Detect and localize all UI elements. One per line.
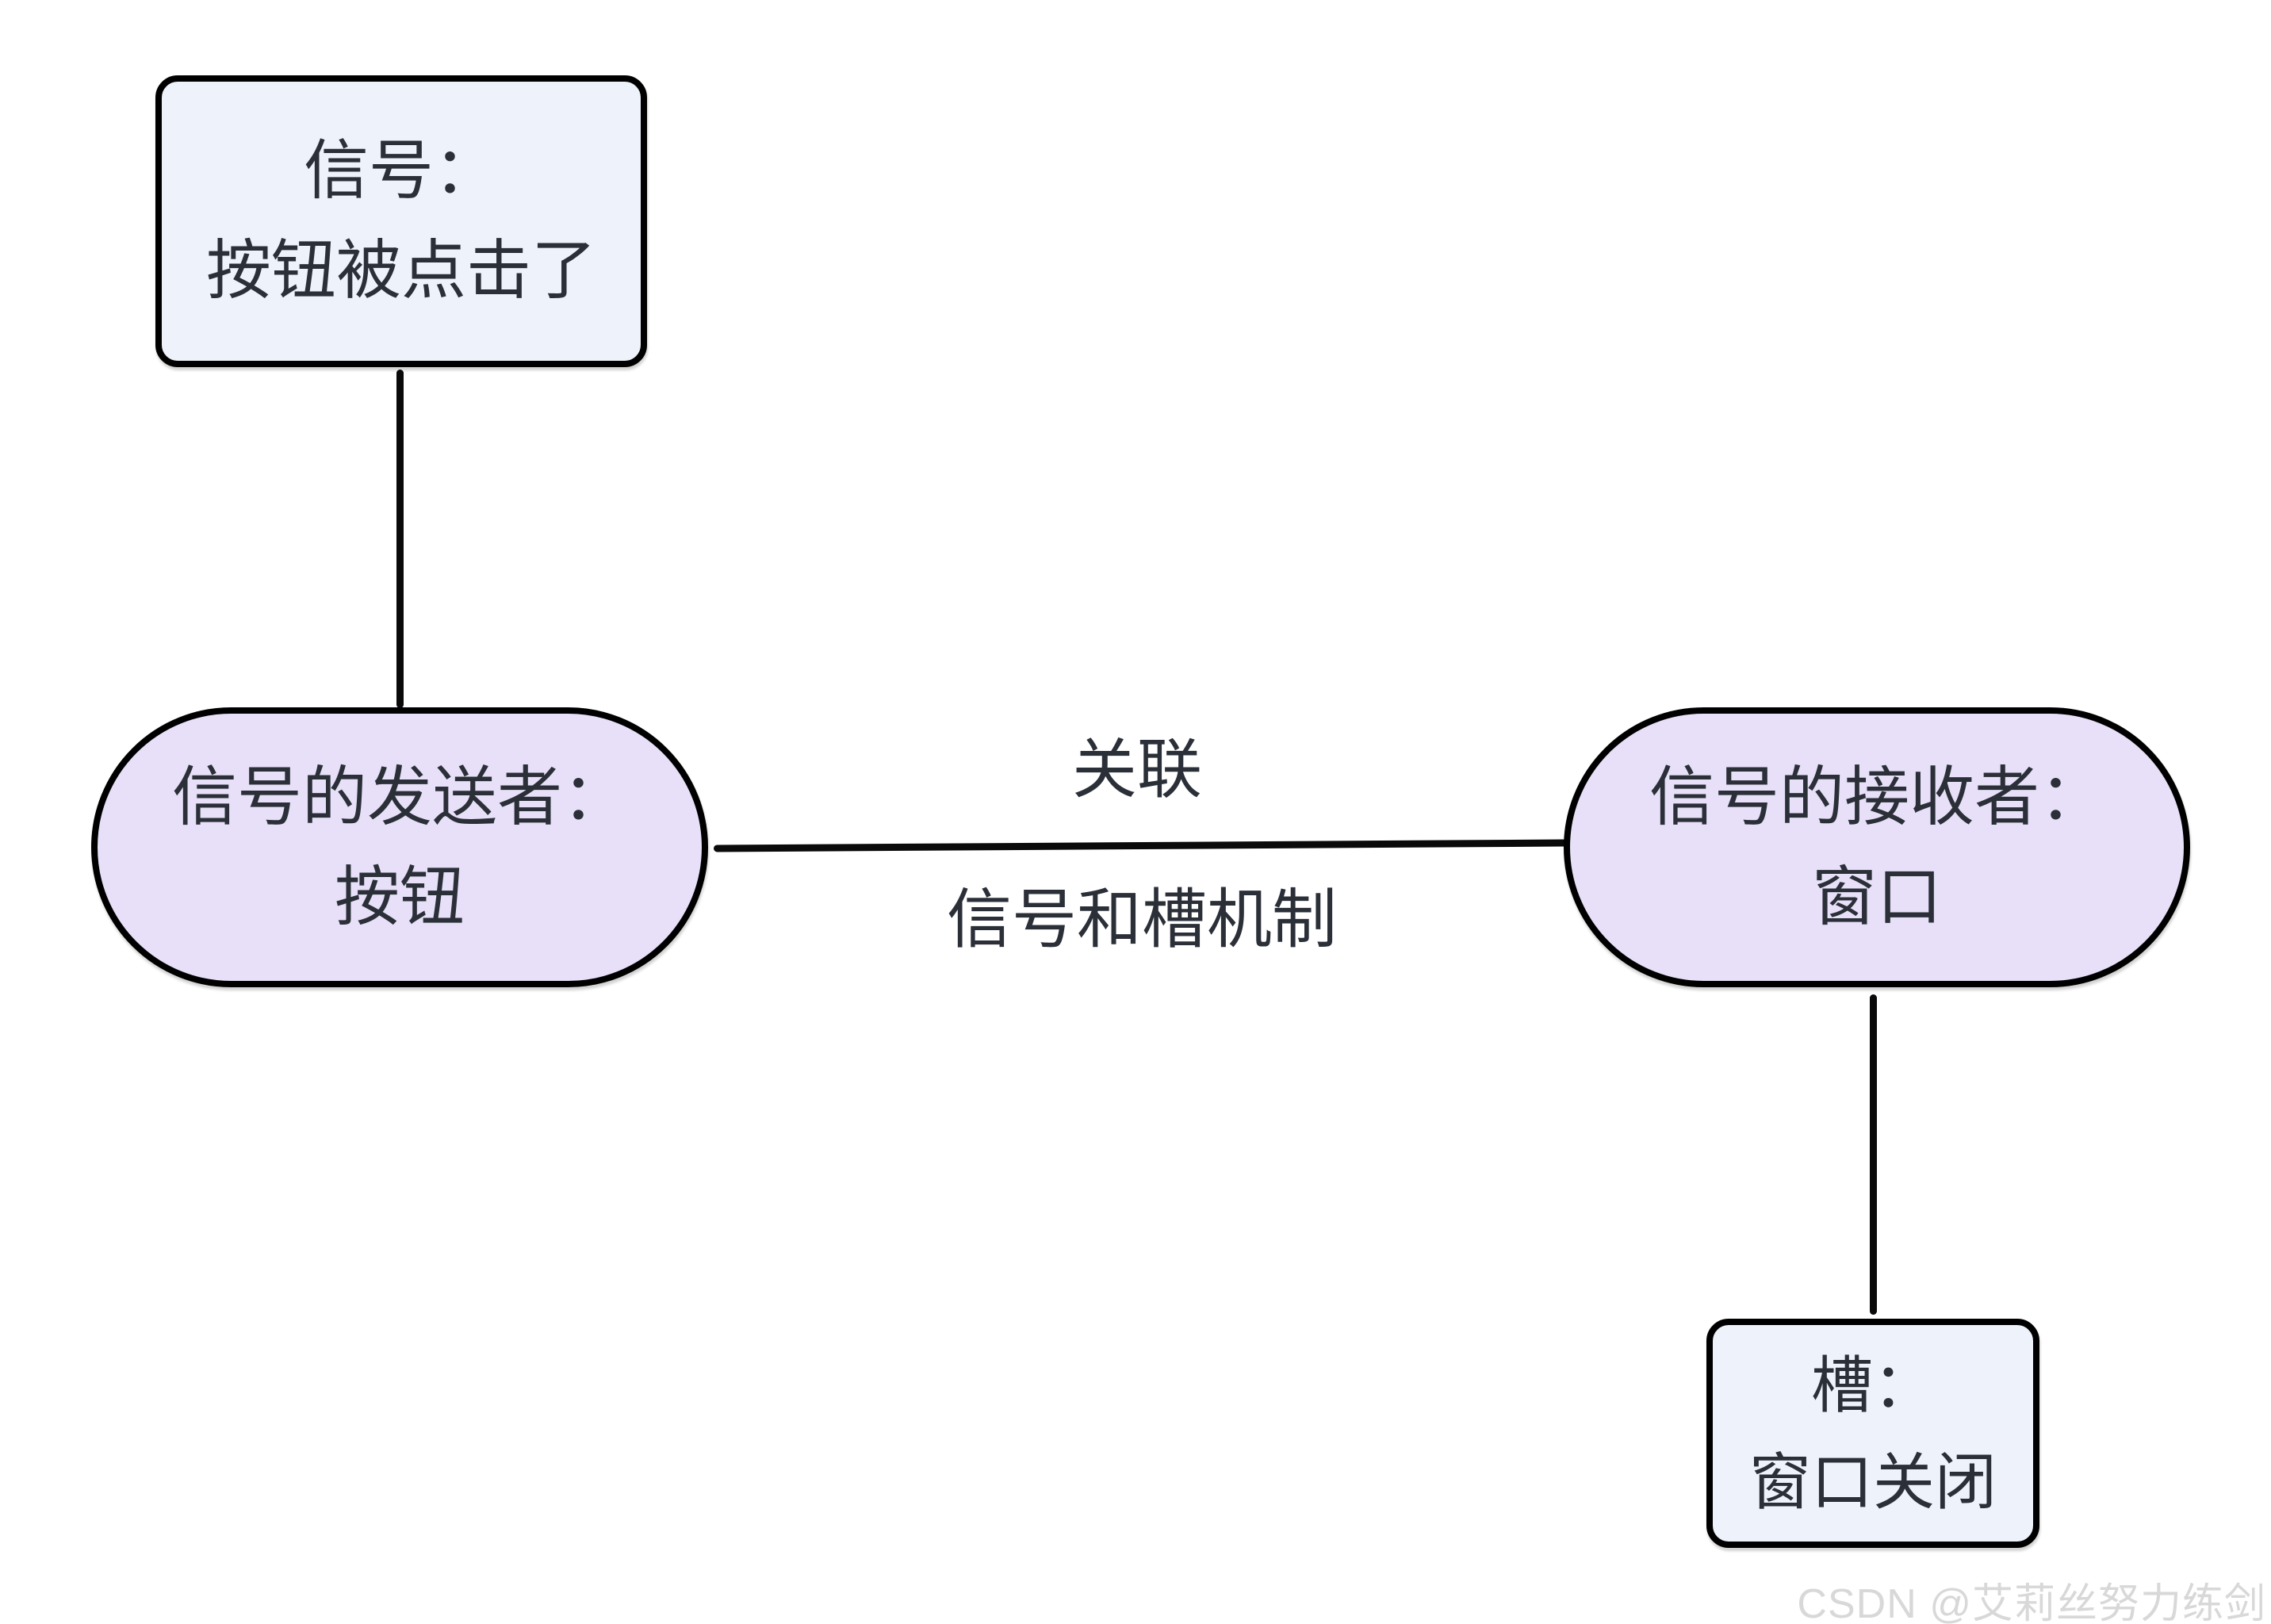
node-sender-line2: 按钮 [334, 860, 465, 933]
node-slot-line1: 槽： [1810, 1350, 1935, 1420]
connector-signal-to-sender [396, 370, 404, 708]
node-receiver-line2: 窗口 [1811, 860, 1942, 933]
node-signal-line1: 信号： [303, 135, 499, 207]
node-sender-line1: 信号的发送者： [171, 760, 627, 833]
node-signal-box: 信号： 按钮被点击了 [155, 75, 647, 367]
node-sender-pill: 信号的发送者： 按钮 [91, 707, 708, 987]
connector-receiver-to-slot [1870, 994, 1877, 1315]
edge-label-association: 关联 [1071, 733, 1203, 806]
node-receiver-pill: 信号的接收者： 窗口 [1564, 707, 2190, 987]
node-receiver-line1: 信号的接收者： [1649, 760, 2104, 833]
node-slot-box: 槽： 窗口关闭 [1706, 1319, 2039, 1548]
node-signal-line2: 按钮被点击了 [205, 235, 596, 307]
edge-label-mechanism: 信号和槽机制 [946, 883, 1338, 956]
connector-sender-to-receiver [713, 839, 1568, 852]
watermark-text: CSDN @艾莉丝努力练剑 [1797, 1581, 2266, 1624]
node-slot-line2: 窗口关闭 [1748, 1446, 1997, 1517]
